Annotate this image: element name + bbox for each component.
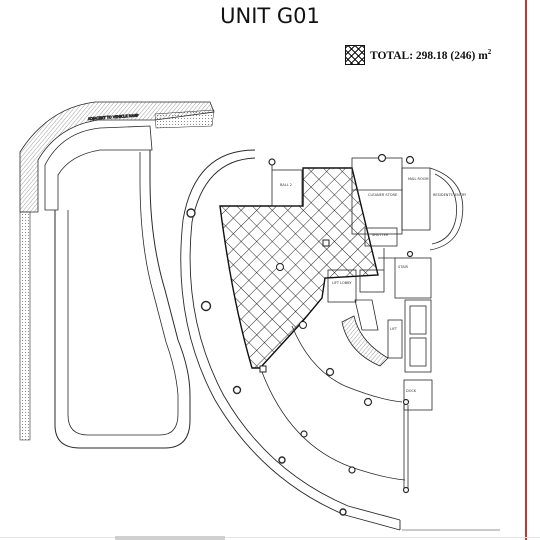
building-outline — [180, 149, 500, 531]
lobby-columns — [268, 153, 415, 494]
svg-text:RESIDENTS' ENTRY: RESIDENTS' ENTRY — [433, 193, 467, 197]
svg-text:ADJACENT TO VEHICLE RAMP: ADJACENT TO VEHICLE RAMP — [88, 113, 139, 121]
svg-text:SHUTTER: SHUTTER — [372, 233, 389, 237]
svg-text:MAIL ROOM: MAIL ROOM — [408, 177, 428, 181]
svg-text:STAIR: STAIR — [398, 265, 409, 269]
area-unit-superscript: 2 — [487, 48, 492, 57]
structural-columns — [186, 208, 347, 516]
svg-text:DOCK: DOCK — [406, 389, 417, 393]
area-total-text: TOTAL: 298.18 (246) m — [370, 49, 488, 62]
scroll-indicator — [115, 536, 225, 540]
area-legend: TOTAL: 298.18 (246) m2 — [345, 44, 491, 66]
room-labels: BALL 2 CLEANER STORE SHUTTER MAIL ROOM S… — [280, 177, 467, 393]
unit-g01-area — [219, 167, 379, 369]
svg-text:LIFT LOBBY: LIFT LOBBY — [332, 281, 352, 285]
unit-title: UNIT G01 — [220, 4, 320, 28]
area-total-label: TOTAL: 298.18 (246) m2 — [370, 48, 491, 62]
svg-text:CLEANER STORE: CLEANER STORE — [368, 193, 397, 197]
unit-columns — [259, 239, 330, 373]
building-core — [261, 157, 464, 492]
bottom-edge-line — [0, 537, 540, 538]
svg-text:LIFT: LIFT — [390, 327, 398, 331]
vehicle-ramp: ADJACENT TO VEHICLE RAMP — [19, 101, 215, 449]
page-edge-rule — [525, 0, 527, 540]
crosshatch-swatch-icon — [345, 45, 365, 65]
svg-text:BALL 2: BALL 2 — [280, 183, 292, 187]
